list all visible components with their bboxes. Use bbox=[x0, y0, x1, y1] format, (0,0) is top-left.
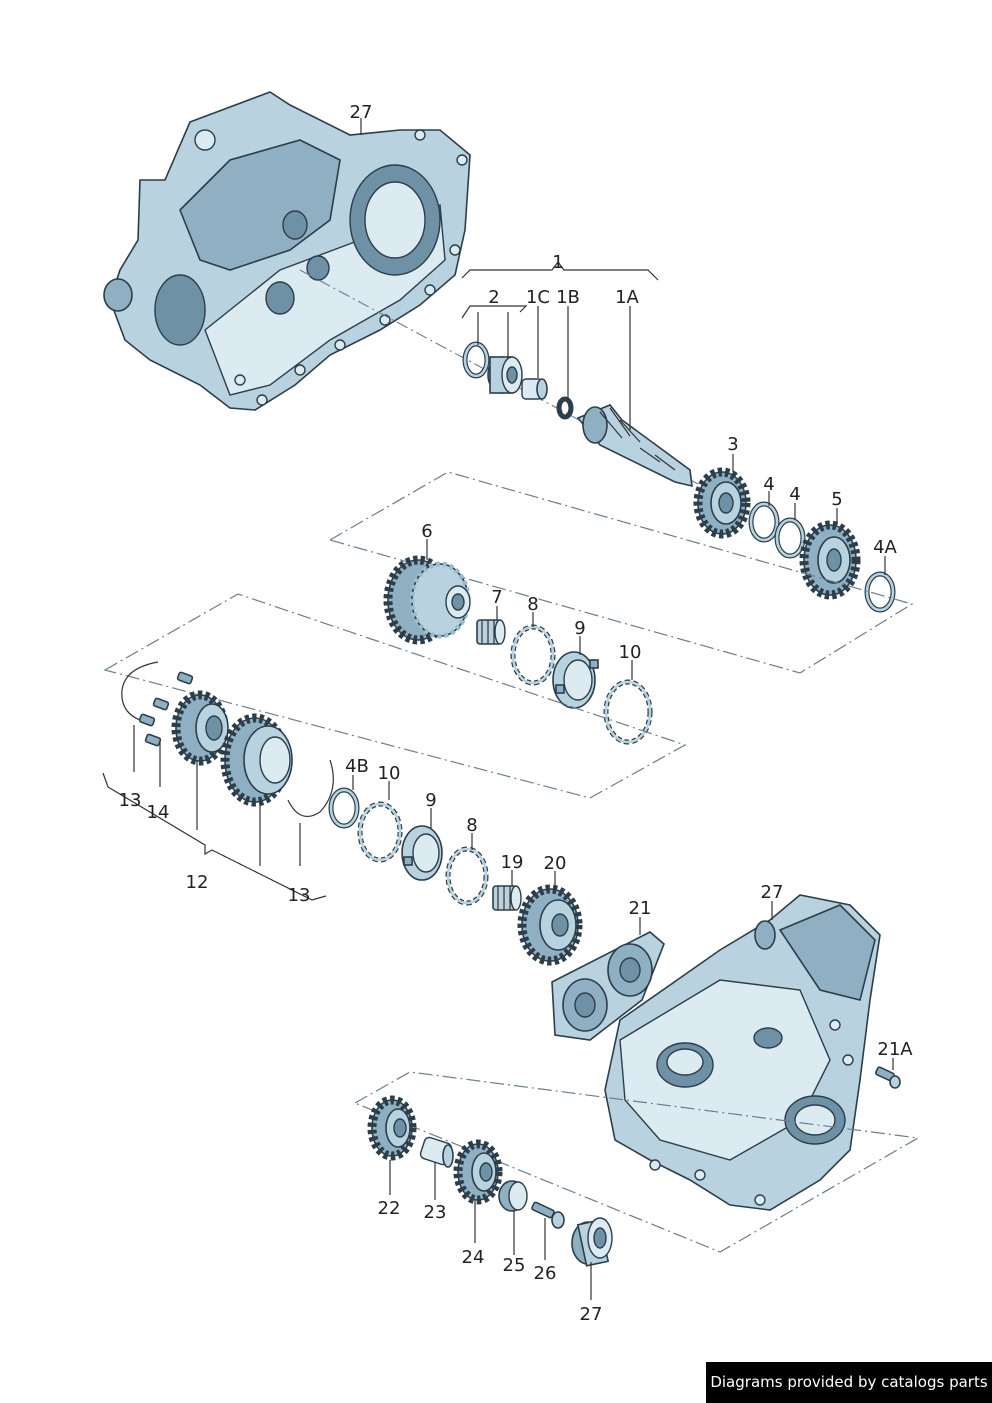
group-box-gears-6-10 bbox=[328, 471, 914, 674]
sleeve-23 bbox=[419, 1136, 454, 1168]
upper-gearbox-housing bbox=[103, 91, 471, 411]
synchro-keys-14 bbox=[138, 671, 194, 747]
label-25-bush: 25 bbox=[503, 1255, 526, 1276]
label-4-circlip-b: 4 bbox=[789, 484, 800, 505]
label-3-gear: 3 bbox=[727, 434, 738, 455]
label-20-gear: 20 bbox=[544, 853, 567, 874]
label-24-gear: 24 bbox=[462, 1247, 485, 1268]
bolt-21A bbox=[875, 1066, 901, 1089]
leader-lines bbox=[102, 118, 894, 1300]
needle-bearing-7 bbox=[476, 619, 506, 645]
part-labels: 27 1 2 1C 1B 1A 3 4 4 5 4A 6 7 8 9 10 13… bbox=[119, 102, 914, 1325]
circlip-4A bbox=[864, 571, 896, 613]
label-1-shaft-assembly: 1 bbox=[552, 252, 563, 273]
label-2-bearing: 2 bbox=[488, 287, 499, 308]
lower-gearbox-housing bbox=[604, 894, 881, 1211]
bearing-27 bbox=[571, 1217, 613, 1267]
label-10-synchro-ring-b: 10 bbox=[378, 763, 401, 784]
group-box-gears-22-27 bbox=[353, 1071, 920, 1253]
label-13-spring-b: 13 bbox=[288, 885, 311, 906]
retaining-spring-13a bbox=[121, 661, 159, 721]
circlip-1b bbox=[556, 396, 574, 420]
needle-bearing-19 bbox=[492, 885, 522, 911]
circlip-4a bbox=[748, 501, 780, 543]
label-1b-circlip: 1B bbox=[556, 287, 580, 308]
gear-20 bbox=[517, 884, 583, 966]
label-14-synchro-keys: 14 bbox=[147, 802, 170, 823]
label-12-synchro-hub: 12 bbox=[186, 872, 209, 893]
label-6-gear: 6 bbox=[421, 521, 432, 542]
group-box-hub-12-14 bbox=[103, 593, 687, 799]
bolt-26 bbox=[531, 1201, 565, 1229]
label-19-needle-bearing: 19 bbox=[501, 852, 524, 873]
label-1c-bush: 1C bbox=[526, 287, 550, 308]
label-27-lower-housing: 27 bbox=[761, 882, 784, 903]
input-shaft-1a bbox=[576, 404, 693, 488]
label-13-spring-a: 13 bbox=[119, 790, 142, 811]
label-7-needle-bearing: 7 bbox=[491, 587, 502, 608]
circlip-4b bbox=[774, 517, 806, 559]
label-22-gear: 22 bbox=[378, 1198, 401, 1219]
label-8-synchro-ring-b: 8 bbox=[466, 815, 477, 836]
synchro-ring-8b bbox=[445, 846, 489, 906]
synchro-hub-12 bbox=[171, 690, 229, 766]
synchro-ring-8a bbox=[510, 624, 556, 686]
bush-25 bbox=[498, 1180, 528, 1212]
label-5-gear: 5 bbox=[831, 489, 842, 510]
bush-1c bbox=[521, 378, 548, 400]
footer-credit-banner: Diagrams provided by catalogs parts bbox=[706, 1362, 992, 1403]
label-21A-bolt: 21A bbox=[877, 1039, 913, 1060]
gear-22 bbox=[367, 1095, 417, 1161]
label-10-synchro-ring-a: 10 bbox=[619, 642, 642, 663]
label-27-upper-housing: 27 bbox=[350, 102, 373, 123]
synchro-ring-9b bbox=[401, 825, 443, 881]
retaining-spring-13b bbox=[287, 759, 334, 818]
label-9-synchro-ring-a: 9 bbox=[574, 618, 585, 639]
label-4A-circlip: 4A bbox=[873, 537, 897, 558]
gear-3 bbox=[693, 467, 751, 539]
gear-6 bbox=[383, 555, 471, 645]
label-8-synchro-ring-a: 8 bbox=[527, 594, 538, 615]
sliding-sleeve-12 bbox=[220, 713, 293, 807]
synchro-ring-10a bbox=[603, 679, 653, 745]
synchro-ring-9a bbox=[552, 651, 599, 709]
label-23-sleeve: 23 bbox=[424, 1202, 447, 1223]
label-4-circlip-a: 4 bbox=[763, 474, 774, 495]
gear-24 bbox=[453, 1139, 503, 1205]
label-4B-circlip: 4B bbox=[345, 756, 369, 777]
synchro-ring-10b bbox=[357, 801, 403, 863]
circlip-2 bbox=[462, 341, 490, 379]
bearing-2 bbox=[487, 356, 523, 394]
bearing-plate-21 bbox=[551, 931, 665, 1041]
label-1a-input-shaft: 1A bbox=[615, 287, 639, 308]
gear-5 bbox=[799, 520, 861, 600]
label-9-synchro-ring-b: 9 bbox=[425, 790, 436, 811]
label-26-bolt: 26 bbox=[534, 1263, 557, 1284]
circlip-4B bbox=[328, 787, 360, 829]
label-21-bearing-plate: 21 bbox=[629, 898, 652, 919]
label-27-bearing: 27 bbox=[580, 1304, 603, 1325]
